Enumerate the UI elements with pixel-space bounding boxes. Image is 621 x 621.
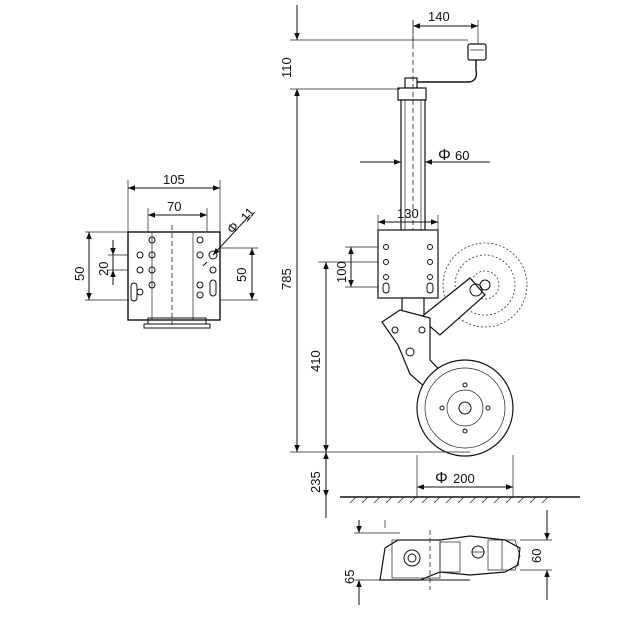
dim-bracket-height: 100 — [334, 261, 349, 283]
plate-outline — [127, 231, 221, 321]
dim-top-height: 110 — [279, 57, 294, 78]
dim-plate-inner-width: 70 — [167, 199, 181, 214]
jockey-wheel-view: 140 110 785 Φ 60 130 100 410 235 — [279, 5, 580, 518]
dim-wheel-dia: 200 — [453, 471, 475, 486]
dim-bracket-width: 130 — [397, 206, 419, 221]
dim-plate-left-height: 50 — [72, 267, 87, 281]
dim-hole-dia: 11 — [238, 204, 258, 224]
dim-total-height: 785 — [279, 268, 294, 290]
crank-knob — [467, 43, 487, 61]
dim-plate-left-spacing: 20 — [96, 262, 111, 276]
dim-hole-dia-symbol: Φ — [224, 219, 242, 237]
dim-bottom-left-height: 65 — [342, 570, 357, 584]
wheel — [416, 359, 514, 457]
dim-tube-dia: 60 — [455, 148, 469, 163]
dim-top-width: 140 — [428, 9, 450, 24]
folded-top-view: 65 60 — [342, 510, 552, 605]
dim-plate-right-height: 50 — [234, 268, 249, 282]
folded-assembly — [379, 535, 521, 581]
folded-wheel-outline — [442, 242, 528, 328]
dim-tube-dia-symbol: Φ — [438, 147, 451, 164]
dim-wheel-center-height: 410 — [308, 350, 323, 372]
ground-hatching — [349, 496, 549, 504]
dim-bottom-right-height: 60 — [529, 549, 544, 563]
mounting-plate-view: 105 70 Φ 11 50 20 50 — [72, 172, 258, 329]
dim-plate-outer-width: 105 — [163, 172, 185, 187]
dim-wheel-dia-symbol: Φ — [435, 470, 448, 487]
dim-ground-clearance: 235 — [308, 471, 323, 493]
